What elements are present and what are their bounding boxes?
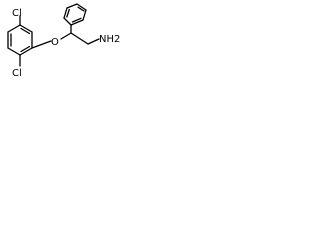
- amine-label: NH2: [99, 34, 120, 45]
- bond: [76, 3, 87, 11]
- double-bond-inner: [20, 27, 31, 35]
- bond: [66, 3, 78, 9]
- cl-bottom-label: Cl: [12, 68, 22, 79]
- bond: [63, 17, 72, 26]
- double-bond-inner: [66, 8, 70, 18]
- bond: [7, 24, 21, 33]
- chiral-carbon-methylene-bond: [70, 32, 89, 45]
- double-bond-inner: [20, 45, 31, 53]
- double-bond-inner: [71, 17, 82, 23]
- phenyl-ring: [63, 3, 87, 26]
- bond: [19, 47, 33, 56]
- aryl-oxygen-bond: [31, 40, 52, 49]
- cl-top-label: Cl: [12, 8, 22, 19]
- bond: [82, 9, 87, 21]
- methylene-nitrogen-bond: [87, 38, 100, 45]
- chemical-structure: Cl Cl O NH2: [7, 3, 120, 79]
- dichlorophenyl-ring: [7, 24, 33, 56]
- bond: [63, 7, 68, 19]
- double-bond-inner: [77, 6, 85, 12]
- oxygen-chiral-carbon-bond: [60, 32, 72, 40]
- bond: [19, 24, 33, 33]
- bond: [70, 19, 84, 26]
- oxygen-label: O: [51, 37, 59, 48]
- bond: [7, 47, 21, 56]
